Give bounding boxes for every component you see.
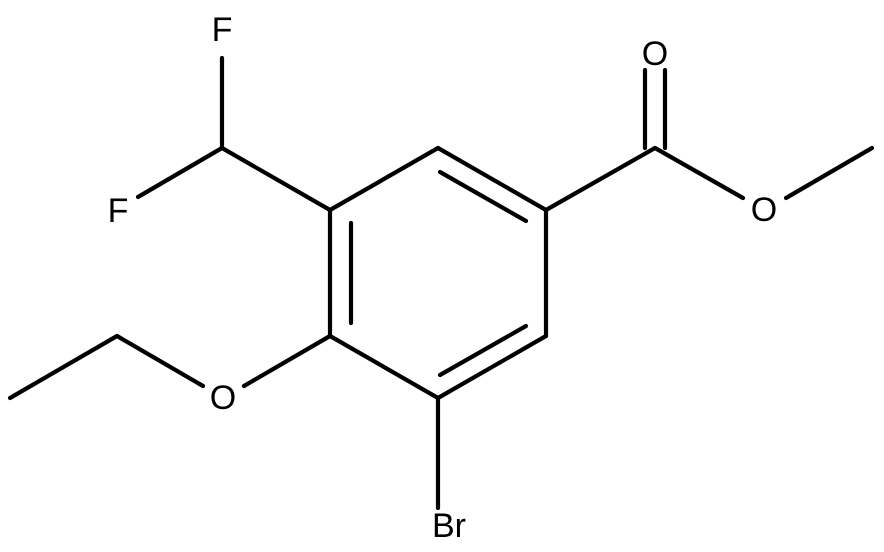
ring-double-bond-c1-c2 — [437, 169, 529, 224]
bond-ring-chf2 — [219, 145, 333, 213]
benzene-ring — [327, 145, 549, 401]
ring-double-bond-c3-c4 — [437, 323, 529, 378]
bond-ch2-ch3 — [7, 333, 120, 401]
methyl-ester-group: O O — [543, 35, 875, 229]
ether-oxygen-label: O — [210, 379, 236, 417]
bromine-label: Br — [432, 507, 466, 545]
bond-ether-oxygen-ch2 — [114, 333, 206, 389]
fluorine-top-label: F — [212, 11, 233, 49]
ring-bond-c1-c2 — [435, 145, 549, 213]
fluorine-left-label: F — [108, 192, 129, 230]
bond-carbonyl-ester-oxygen — [652, 145, 746, 201]
ester-oxygen-label: O — [751, 191, 777, 229]
ring-bond-c3-c4 — [435, 333, 549, 401]
bromo-group: Br — [432, 395, 466, 545]
bond-ring-carbonyl — [543, 145, 658, 213]
ethoxy-group: O — [7, 333, 333, 417]
ring-bond-c4-c5 — [327, 333, 441, 401]
ring-bond-c6-c1 — [327, 145, 441, 213]
carbonyl-oxygen-label: O — [642, 35, 668, 73]
bond-chf2-f-left — [135, 145, 225, 200]
difluoromethyl-group: F F — [108, 11, 333, 230]
bond-ester-oxygen-methyl — [783, 145, 875, 201]
bond-ring-ether-oxygen — [241, 333, 333, 389]
